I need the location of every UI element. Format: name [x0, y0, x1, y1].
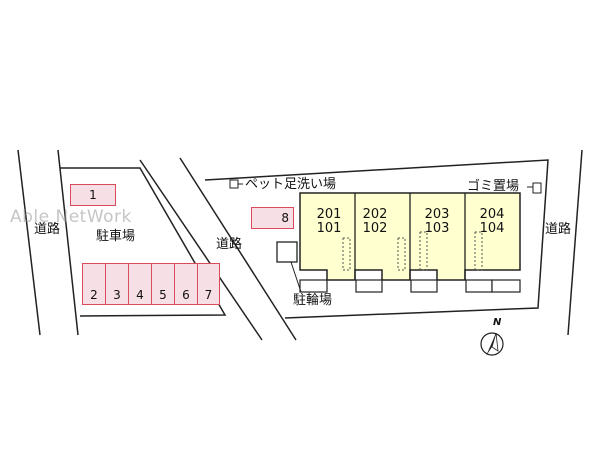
unit-label: 201 101	[312, 208, 346, 235]
entrance-step	[491, 279, 521, 293]
garbage-marker	[532, 182, 542, 194]
bicycle-parking-box	[276, 241, 298, 263]
parking-stall: 5	[151, 263, 175, 305]
unit-label: 202 102	[358, 208, 392, 235]
parking-stall: 1	[70, 184, 116, 206]
unit-upper-number: 203	[424, 207, 450, 222]
parking-stall: 7	[197, 263, 220, 305]
watermark: Able NetWork	[10, 207, 132, 227]
site-outline	[204, 159, 549, 319]
entrance-step	[465, 279, 493, 293]
parking-stall: 6	[174, 263, 198, 305]
middle-road-edge-right	[179, 157, 297, 341]
bicycle-leader-line	[290, 261, 302, 293]
unit-upper-number: 204	[479, 207, 505, 222]
parking-stall: 3	[105, 263, 129, 305]
entrance-step	[355, 279, 383, 293]
unit-upper-number: 202	[362, 207, 388, 222]
road-label-left: 道路	[34, 222, 61, 237]
unit-lower-number: 104	[479, 220, 505, 236]
parking-stall: 2	[82, 263, 106, 305]
unit-lower-number: 101	[316, 220, 342, 236]
north-label: N	[493, 317, 502, 328]
garbage-label: ゴミ置場	[467, 179, 520, 194]
middle-road-edge-left	[139, 159, 263, 341]
road-label-right: 道路	[545, 222, 572, 237]
stair-dotted-line	[397, 237, 406, 271]
north-arrow-icon	[480, 332, 504, 356]
parking-stall: 4	[128, 263, 152, 305]
pet-wash-label: ペット足洗い場	[245, 177, 337, 192]
left-road-edge-outer	[17, 149, 41, 336]
stair-dotted-line	[474, 231, 483, 271]
unit-lower-number: 103	[424, 220, 450, 236]
unit-upper-number: 201	[316, 207, 342, 222]
stair-dotted-line	[419, 231, 428, 271]
entrance-step	[410, 279, 438, 293]
bicycle-parking-label: 駐輪場	[293, 293, 333, 308]
unit-label: 203 103	[420, 208, 454, 235]
entrance-step	[299, 279, 328, 293]
right-road-edge	[567, 149, 583, 336]
unit-lower-number: 102	[362, 220, 388, 236]
parking-label: 駐車場	[96, 229, 136, 244]
parking-lot-outline	[60, 167, 227, 317]
parking-stall: 8	[251, 207, 294, 229]
left-road-edge-inner	[57, 149, 79, 336]
pet-wash-marker	[229, 179, 239, 189]
road-label-middle: 道路	[216, 237, 243, 252]
stair-dotted-line	[342, 237, 351, 271]
unit-label: 204 104	[475, 208, 509, 235]
